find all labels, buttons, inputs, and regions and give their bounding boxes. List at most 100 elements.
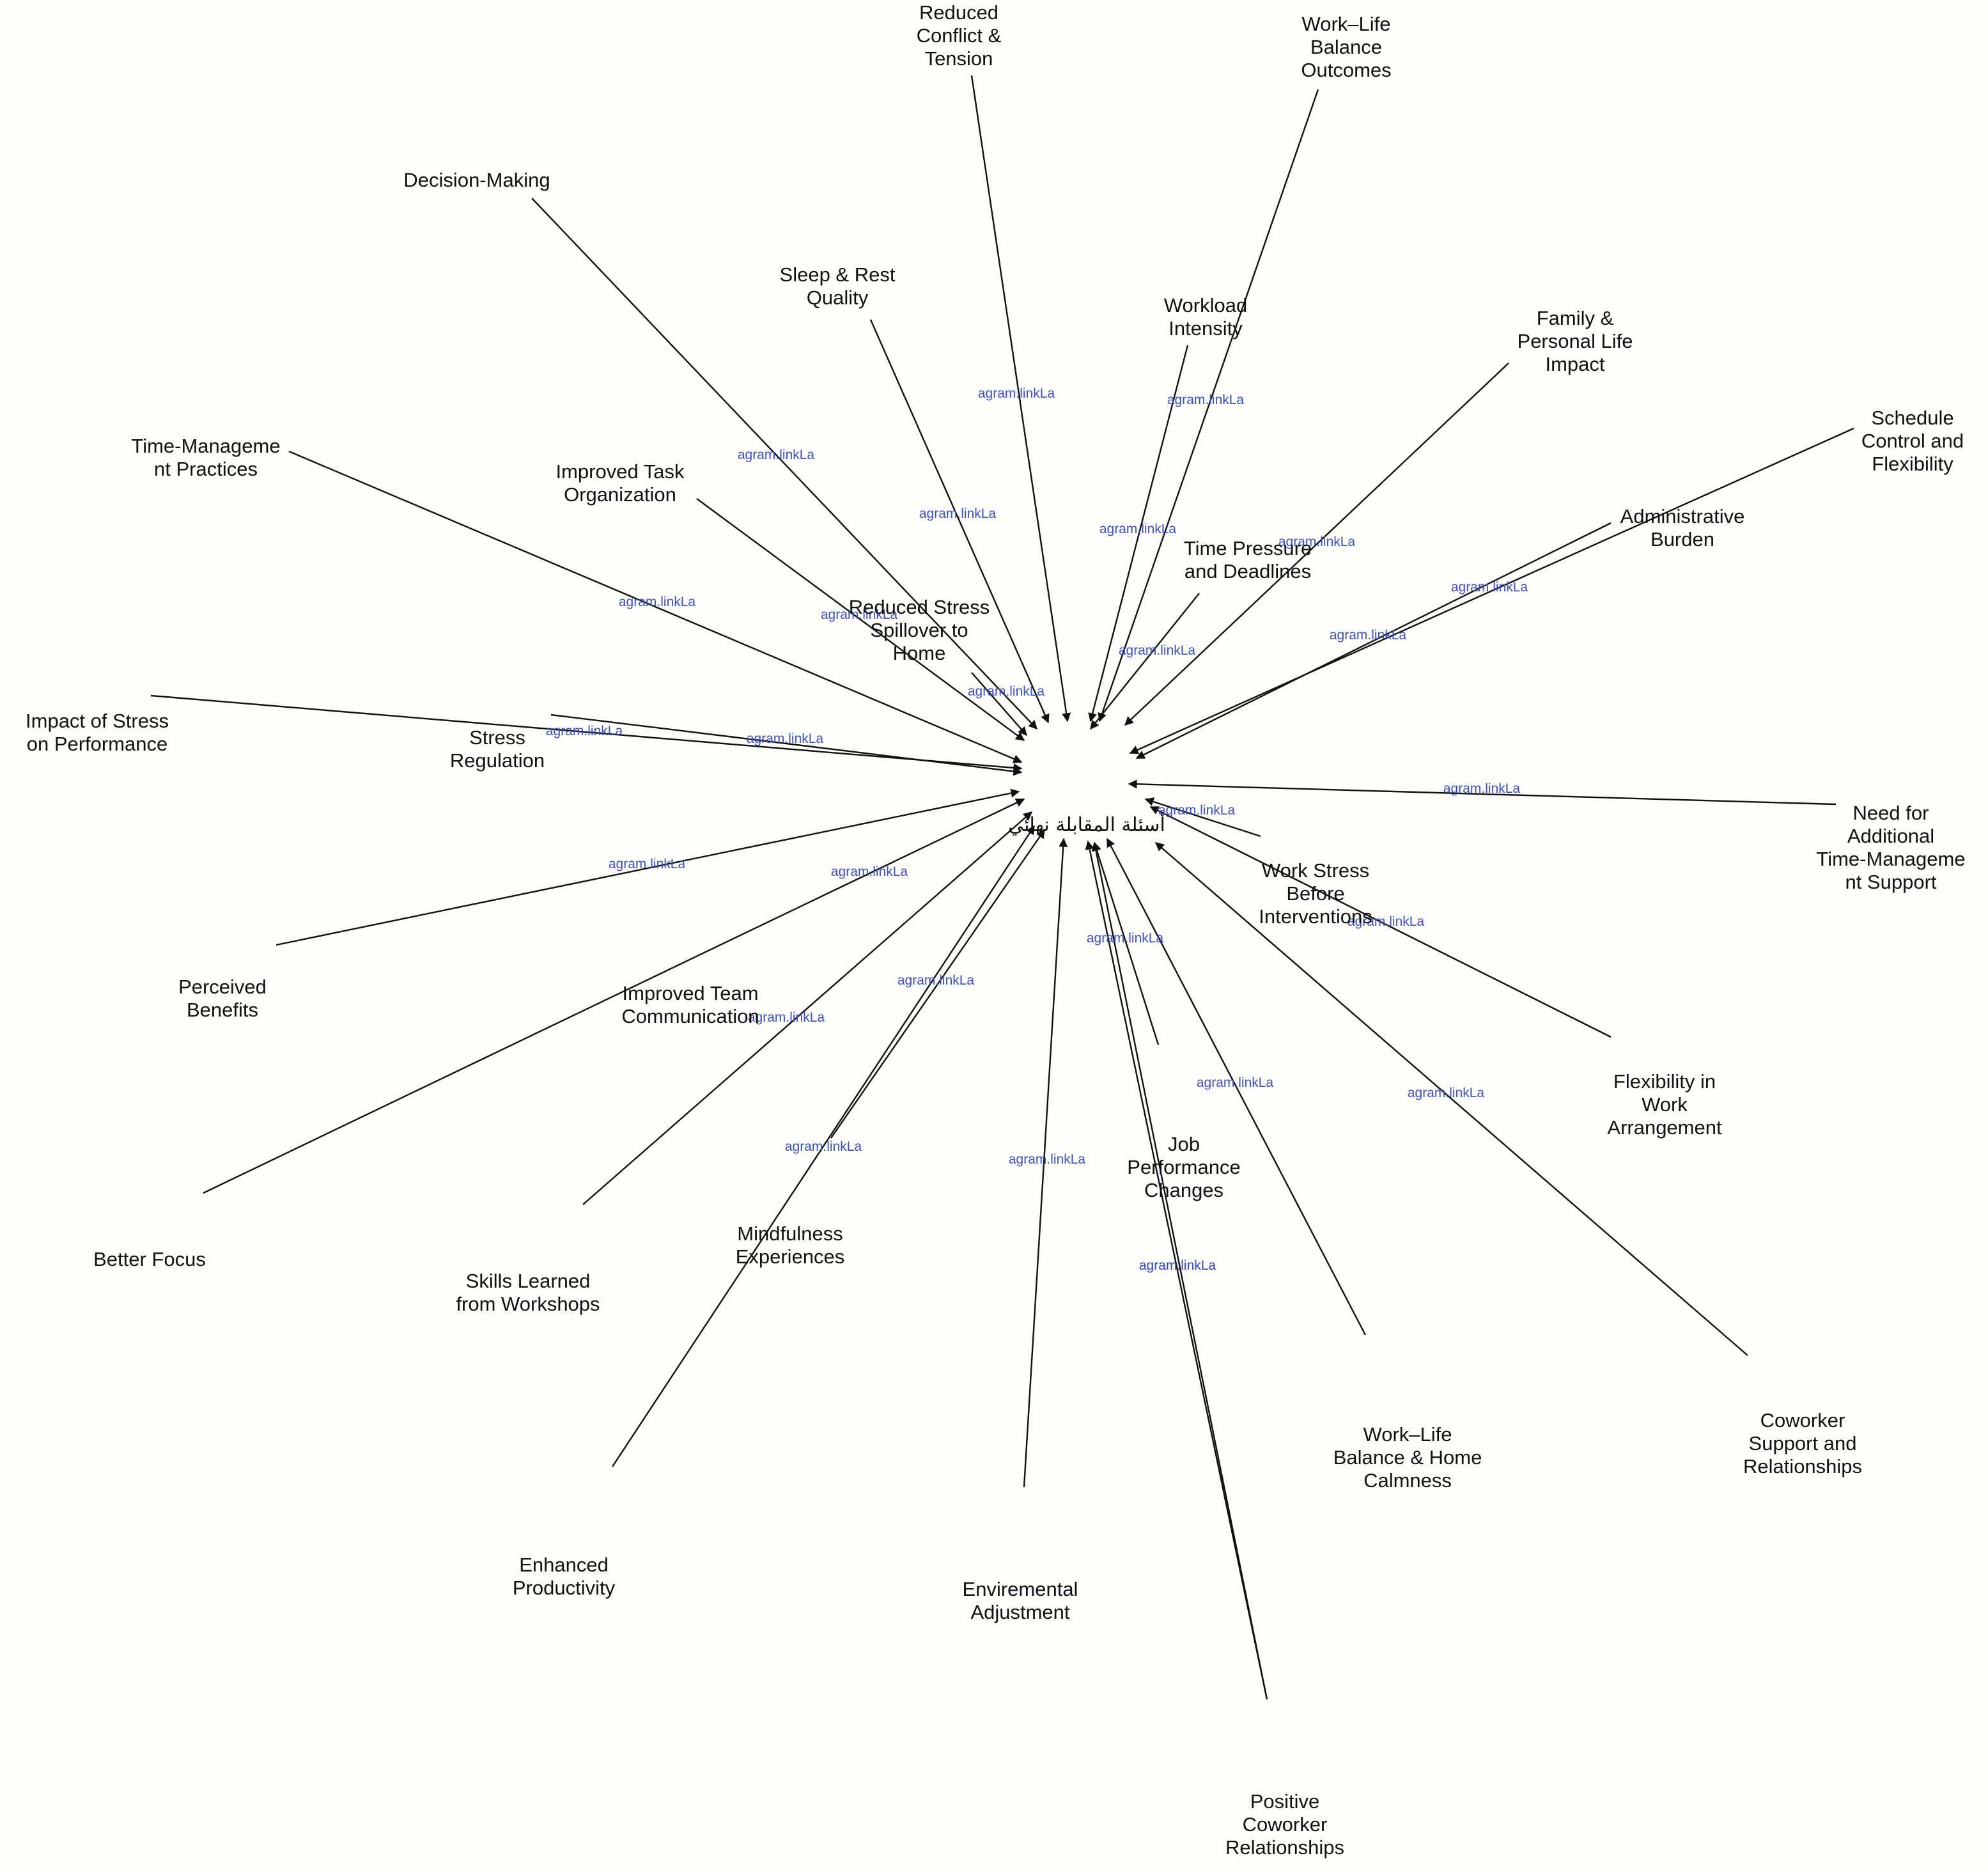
edge-label-work-stress-before: agram.linkLa [1158, 803, 1236, 818]
node-label-line: Enhanced [519, 1554, 609, 1576]
node-label-line: Arrangement [1607, 1116, 1722, 1139]
edge-positive-coworker [1085, 840, 1268, 1700]
node-label-line: Administrative [1620, 505, 1745, 527]
edge-improved-task-organization [696, 498, 1025, 741]
node-label-line: Decision-Making [403, 169, 550, 191]
edge-label-work-life-balance-home: agram.linkLa [1197, 1075, 1274, 1090]
node-label-line: Schedule [1871, 407, 1953, 429]
edge-job-performance-changes [1092, 841, 1160, 1045]
node-label-line: Improved Team [622, 982, 758, 1004]
node-label-line: Coworker [1760, 1409, 1845, 1431]
node-label-line: Time Pressure [1184, 537, 1312, 559]
node-label-line: Reduced Stress [849, 596, 990, 618]
node-label-line: Interventions [1259, 905, 1372, 928]
node-label-line: Tension [925, 47, 993, 70]
edge-perceived-benefits [276, 788, 1020, 946]
node-label-line: Stress [469, 726, 525, 749]
edge-improved-team-communication [203, 798, 1025, 1194]
node-label-line: Flexibility in [1613, 1070, 1716, 1093]
node-label-line: Perceived [178, 976, 267, 998]
node-label-line: and Deadlines [1184, 560, 1311, 582]
node-decision-making: Decision-Making [403, 169, 550, 191]
node-label-line: Burden [1650, 528, 1714, 550]
edge-reduced-conflict [970, 75, 1071, 722]
edge-label-better-focus: agram.linkLa [748, 1010, 825, 1025]
edge-reduced-stress-spillover [971, 672, 1027, 737]
node-label-line: Calmness [1363, 1469, 1452, 1492]
edge-label-time-management-practices: agram.linkLa [619, 595, 696, 609]
node-label-line: Flexibility [1872, 453, 1953, 475]
node-label-line: nt Support [1845, 871, 1936, 893]
node-label-line: Experiences [736, 1245, 845, 1268]
node-label-line: Adjustment [970, 1601, 1069, 1623]
edge-label-improved-task-organization: agram.linkLa [821, 607, 898, 622]
edges-group [150, 75, 1854, 1700]
node-label-line: Organization [564, 483, 676, 506]
node-label-line: Work [1642, 1093, 1688, 1116]
edge-label-reduced-stress-spillover: agram.linkLa [968, 684, 1045, 699]
edge-skills-learned [611, 825, 1036, 1467]
edge-label-improved-team-communication: agram.linkLa [831, 864, 908, 879]
node-label-line: Reduced [919, 1, 998, 24]
edge-label-enhanced-productivity: agram.linkLa [1009, 1152, 1086, 1167]
node-label-line: Quality [807, 286, 869, 309]
node-label-line: Benefits [187, 999, 258, 1021]
edge-enviremental-adjustment [1091, 841, 1268, 1700]
edge-schedule-control [1129, 427, 1854, 754]
edge-label-workload-intensity: agram.linkLa [1099, 522, 1177, 536]
edge-label-coworker-support: agram.linkLa [1408, 1086, 1485, 1100]
node-label-line: Better Focus [93, 1248, 206, 1270]
edge-label-sleep-rest: agram.linkLa [919, 506, 997, 521]
edge-family-personal-life [1124, 363, 1509, 726]
node-label-line: Personal Life [1518, 330, 1633, 352]
node-label-line: Positive [1250, 1790, 1320, 1813]
node-label-line: Coworker [1243, 1813, 1328, 1836]
edge-coworker-support [1154, 842, 1748, 1356]
node-label-line: Sleep & Rest [780, 263, 896, 286]
node-label-line: Additional [1847, 825, 1934, 847]
edge-work-life-balance-outcomes [1098, 89, 1319, 722]
edge-work-life-balance-home [1106, 838, 1367, 1336]
node-label-line: Enviremental [963, 1578, 1078, 1600]
edge-label-schedule-control: agram.linkLa [1451, 580, 1528, 595]
edge-label-family-personal-life: agram.linkLa [1278, 534, 1356, 549]
center-node-label: أسئلة المقابلة نهائي [1008, 811, 1165, 836]
node-label-line: Outcomes [1301, 59, 1391, 81]
edge-workload-intensity [1088, 345, 1189, 722]
node-label-line: Home [893, 642, 946, 664]
edge-label-reduced-conflict: agram.linkLa [978, 386, 1055, 401]
edge-label-decision-making: agram.linkLa [738, 448, 815, 462]
edge-label-impact-of-stress: agram.linkLa [546, 724, 623, 738]
node-label-line: Intensity [1169, 317, 1243, 339]
node-label-line: Family & [1537, 307, 1614, 329]
node-label-line: Relationships [1225, 1836, 1344, 1859]
node-label-line: from Workshops [456, 1293, 600, 1315]
node-label-line: Work–Life [1363, 1423, 1452, 1446]
node-label-line: Work Stress [1262, 859, 1369, 882]
edge-enhanced-productivity [1023, 838, 1068, 1488]
edge-labels-group: agram.linkLa agram.linkLa agram.linkLa agra… [546, 386, 1528, 1273]
node-label-line: Relationships [1743, 1455, 1862, 1478]
edge-time-pressure [1090, 593, 1200, 730]
edge-label-flexibility-work-arrangement: agram.linkLa [1347, 914, 1425, 929]
edge-label-time-pressure: agram.linkLa [1119, 643, 1196, 658]
edge-stress-regulation [550, 714, 1023, 776]
